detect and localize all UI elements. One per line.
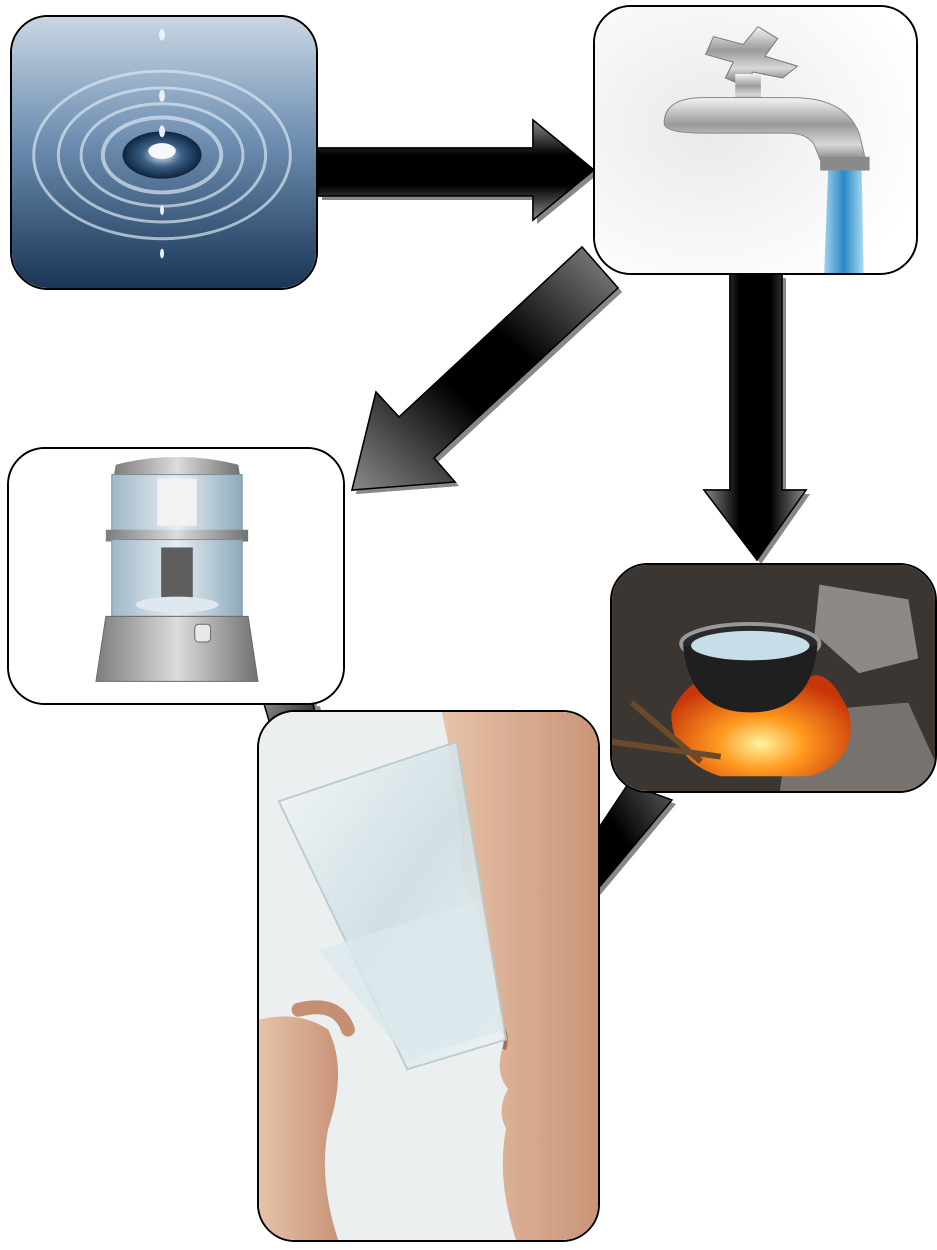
pot-boiling-on-fire-photo-icon [612,565,935,791]
node-filter [7,447,345,705]
person-drinking-water-photo-icon [259,712,598,1240]
water-filter-dispenser-photo-icon [9,449,343,703]
water-tap-photo-icon [595,7,916,273]
arrow-tap-to-boiling-pot [704,274,810,564]
node-boiling [610,563,937,793]
arrow-water-source-to-tap [318,120,598,224]
node-tap [593,5,918,275]
node-water-source [10,15,318,290]
water-droplet-ripple-photo-icon [12,17,316,288]
node-drinking [257,710,600,1242]
arrow-tap-to-water-filter [352,247,622,494]
